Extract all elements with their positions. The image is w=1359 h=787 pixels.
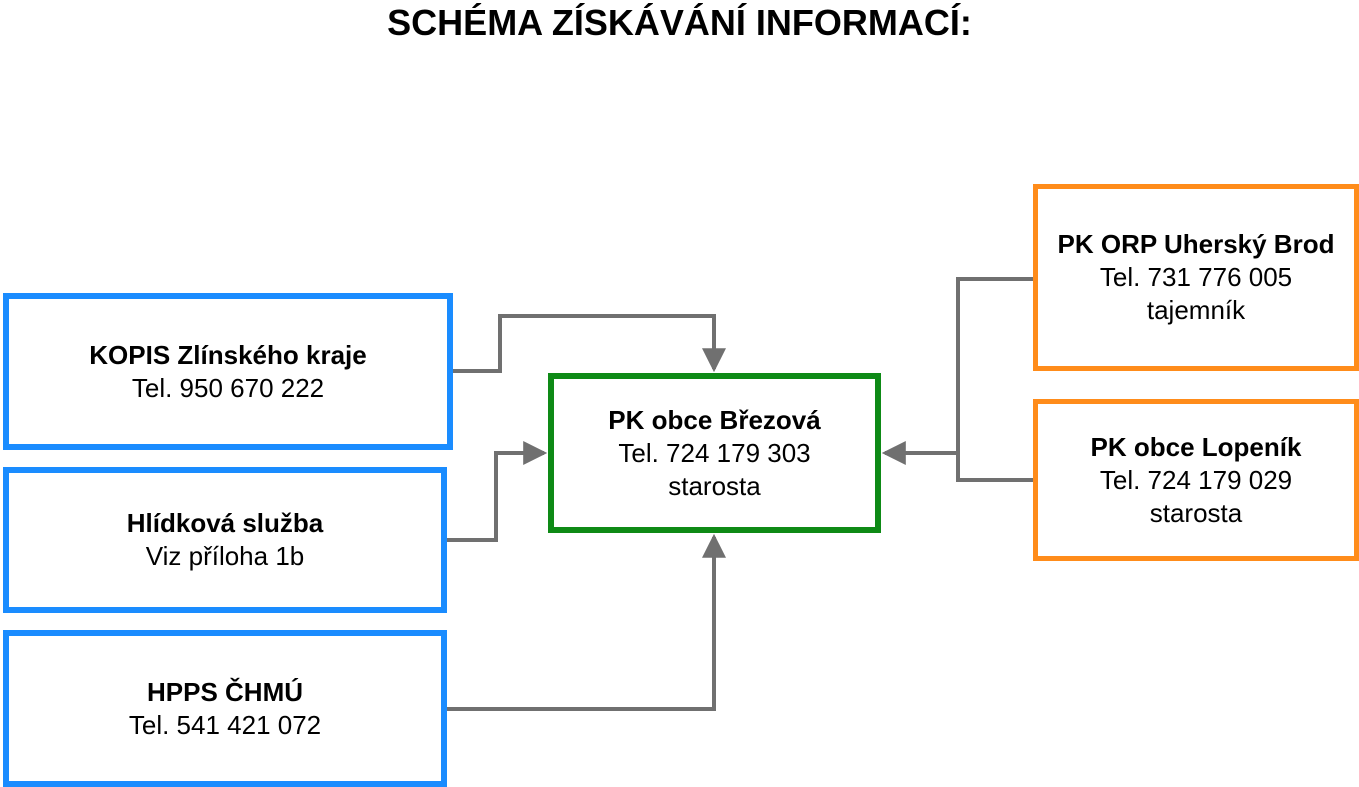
node-hpps: HPPS ČHMÚ Tel. 541 421 072 [3,630,447,787]
node-orp-uhersky-brod: PK ORP Uherský Brod Tel. 731 776 005 taj… [1033,184,1359,371]
node-kopis-name: KOPIS Zlínského kraje [89,339,367,370]
node-center-brezova: PK obce Březová Tel. 724 179 303 starost… [548,373,881,533]
node-hlidkova: Hlídková služba Viz příloha 1b [3,467,447,613]
diagram-title: SCHÉMA ZÍSKÁVÁNÍ INFORMACÍ: [387,2,972,43]
node-lopenik-role: starosta [1149,497,1243,528]
node-center-phone: Tel. 724 179 303 [618,437,811,468]
node-center-role: starosta [668,470,761,501]
node-kopis-phone: Tel. 950 670 222 [131,372,325,403]
arrow-hlidkova-to-center [447,441,548,542]
node-hlidkova-note: Viz příloha 1b [145,541,305,571]
connector-orp [956,277,1033,453]
node-lopenik: PK obce Lopeník Tel. 724 179 029 starost… [1033,399,1359,561]
node-orp-phone: Tel. 731 776 005 [1099,262,1293,292]
node-lopenik-phone: Tel. 724 179 029 [1099,464,1293,495]
node-lopenik-name: PK obce Lopeník [1090,431,1302,462]
node-center-name: PK obce Březová [608,404,821,435]
node-kopis: KOPIS Zlínského kraje Tel. 950 670 222 [3,293,453,450]
connector-lopenik [956,453,1033,482]
node-hpps-phone: Tel. 541 421 072 [128,709,322,740]
arrow-hpps-to-center [447,533,726,711]
node-hpps-name: HPPS ČHMÚ [146,676,303,707]
node-orp-name: PK ORP Uherský Brod [1057,229,1335,259]
node-orp-role: tajemník [1146,295,1246,325]
arrow-kopis-to-center [453,314,726,373]
node-hlidkova-name: Hlídková služba [126,508,324,538]
